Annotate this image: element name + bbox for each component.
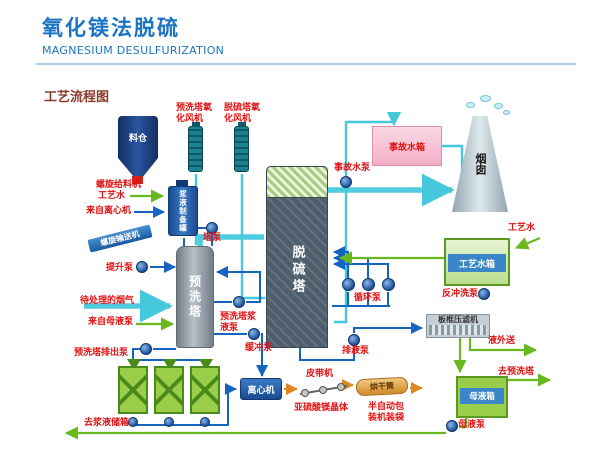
centrifuge-label: 离心机: [247, 385, 275, 396]
prewash-tower: 预洗塔: [176, 246, 214, 348]
buffer-pump-icon: [248, 328, 260, 340]
storage-pump-icon-1: [128, 417, 138, 427]
drain-pump-icon: [348, 334, 360, 346]
from-mother-liquor-label: 来自母液泵: [88, 317, 134, 327]
slurry-prep-tank: 浆液制备罐: [168, 186, 198, 236]
vapor-drop-icon: [503, 110, 510, 115]
mother-liquor-tank-label: 母液箱: [460, 388, 504, 404]
belt-conveyor-icon: [299, 383, 348, 397]
packing-machine-label: 半自动包装机装袋: [368, 402, 405, 423]
section-title: 工艺流程图: [44, 90, 110, 105]
water-lines: [64, 189, 552, 440]
storage-pump-icon-2: [164, 417, 174, 427]
magnesium-sulfite-crystal-label: 亚硫酸镁晶体: [294, 403, 349, 413]
mother-liquor-pump-label: 母液泵: [458, 420, 486, 430]
emergency-tank-label: 事故水箱: [388, 142, 425, 153]
slurry-prep-tank-label: 浆液制备罐: [178, 189, 188, 233]
backwash-pump-label: 反冲洗泵: [442, 289, 479, 299]
slurry-storage-tank-3: [190, 366, 220, 414]
page-title: 氧化镁法脱硫: [42, 16, 180, 40]
filter-press: 板框压滤机: [426, 314, 490, 338]
process-water-left-label: 工艺水: [98, 191, 126, 201]
chimney-label: 烟囱: [474, 153, 487, 175]
storage-tank-funnel-icon: [199, 359, 213, 366]
circulation-pump-icon-1: [342, 278, 355, 291]
tower-pump-icon: [206, 222, 218, 234]
prewash-discharge-pump-icon: [140, 343, 152, 355]
slurry-storage-tank-1: [118, 366, 148, 414]
circulation-pump-icon-2: [362, 278, 375, 291]
header-divider: [36, 63, 576, 65]
emergency-pump-icon: [340, 176, 352, 188]
emergency-pump-label: 事故水泵: [334, 163, 371, 173]
desulf-oxidation-fan-icon: [234, 122, 249, 172]
process-water-tank-label: 工艺水箱: [448, 254, 506, 272]
backwash-pump-icon: [478, 288, 490, 300]
silo: 料仓: [118, 116, 158, 158]
silo-label: 料仓: [128, 133, 147, 144]
storage-pump-icon-3: [200, 417, 210, 427]
desulf-tower: 脱硫塔: [266, 166, 328, 348]
prewash-slurry-pump-label: 预洗塔浆液泵: [220, 312, 257, 333]
vapor-drop-icon: [466, 102, 475, 108]
solids-lines: [284, 379, 423, 395]
liquid-out-label: 液外送: [488, 336, 516, 346]
demister-section: [266, 166, 328, 198]
filter-press-label: 板框压滤机: [438, 315, 478, 324]
desulf-tower-label: 脱硫塔: [289, 244, 305, 296]
from-centrifuge-label: 来自离心机: [86, 206, 132, 216]
buffer-pump-label: 缓冲泵: [245, 343, 273, 353]
slurry-storage-tank-2: [154, 366, 184, 414]
storage-tank-funnel-icon: [127, 359, 141, 366]
screw-feeder-icon: [132, 176, 143, 184]
circulation-pump-icon-3: [382, 278, 395, 291]
storage-tank-funnel-icon: [163, 359, 177, 366]
prewash-oxidation-fan-icon: [188, 122, 203, 172]
process-water-tank: 工艺水箱: [444, 238, 510, 286]
to-prewash-tower-label: 去预洗塔: [498, 367, 535, 377]
mother-liquor-pump-icon: [446, 420, 458, 432]
screw-feeder-label: 螺旋给料机: [96, 180, 142, 190]
mother-liquor-tank: 母液箱: [456, 376, 508, 418]
page-subtitle: MAGNESIUM DESULFURIZATION: [42, 44, 225, 57]
tower-pump-label: 塔泵: [203, 233, 222, 243]
prewash-tower-label: 预洗塔: [187, 274, 202, 320]
vapor-drop-icon: [480, 95, 491, 102]
emergency-water-tank: 事故水箱: [372, 126, 442, 166]
raw-flue-gas-label: 待处理的烟气: [80, 296, 135, 306]
to-slurry-storage-label: 去浆液储箱: [84, 418, 130, 428]
prep-tank-motor-icon: [176, 180, 188, 187]
process-water-right-label: 工艺水: [508, 223, 536, 233]
lift-pump-icon: [136, 261, 148, 273]
lift-pump-label: 提升泵: [106, 263, 134, 273]
centrifuge: 离心机: [240, 378, 282, 400]
prewash-slurry-pump-icon: [233, 296, 245, 308]
vapor-drop-icon: [494, 103, 503, 109]
belt-conveyor-label: 皮带机: [306, 369, 334, 379]
prewash-oxidation-fan-label: 预洗塔氧化风机: [176, 103, 213, 124]
filter-press-plates: [429, 325, 487, 335]
drying-drum: 烘干筒: [355, 376, 409, 397]
prewash-discharge-pump-label: 预洗塔排出泵: [74, 348, 129, 358]
drain-pump-label: 排液泵: [342, 346, 370, 356]
drying-drum-label: 烘干筒: [369, 381, 395, 392]
circulation-pump-label: 循环泵: [354, 293, 382, 303]
desulf-oxidation-fan-label: 脱硫塔氧化风机: [224, 103, 261, 124]
